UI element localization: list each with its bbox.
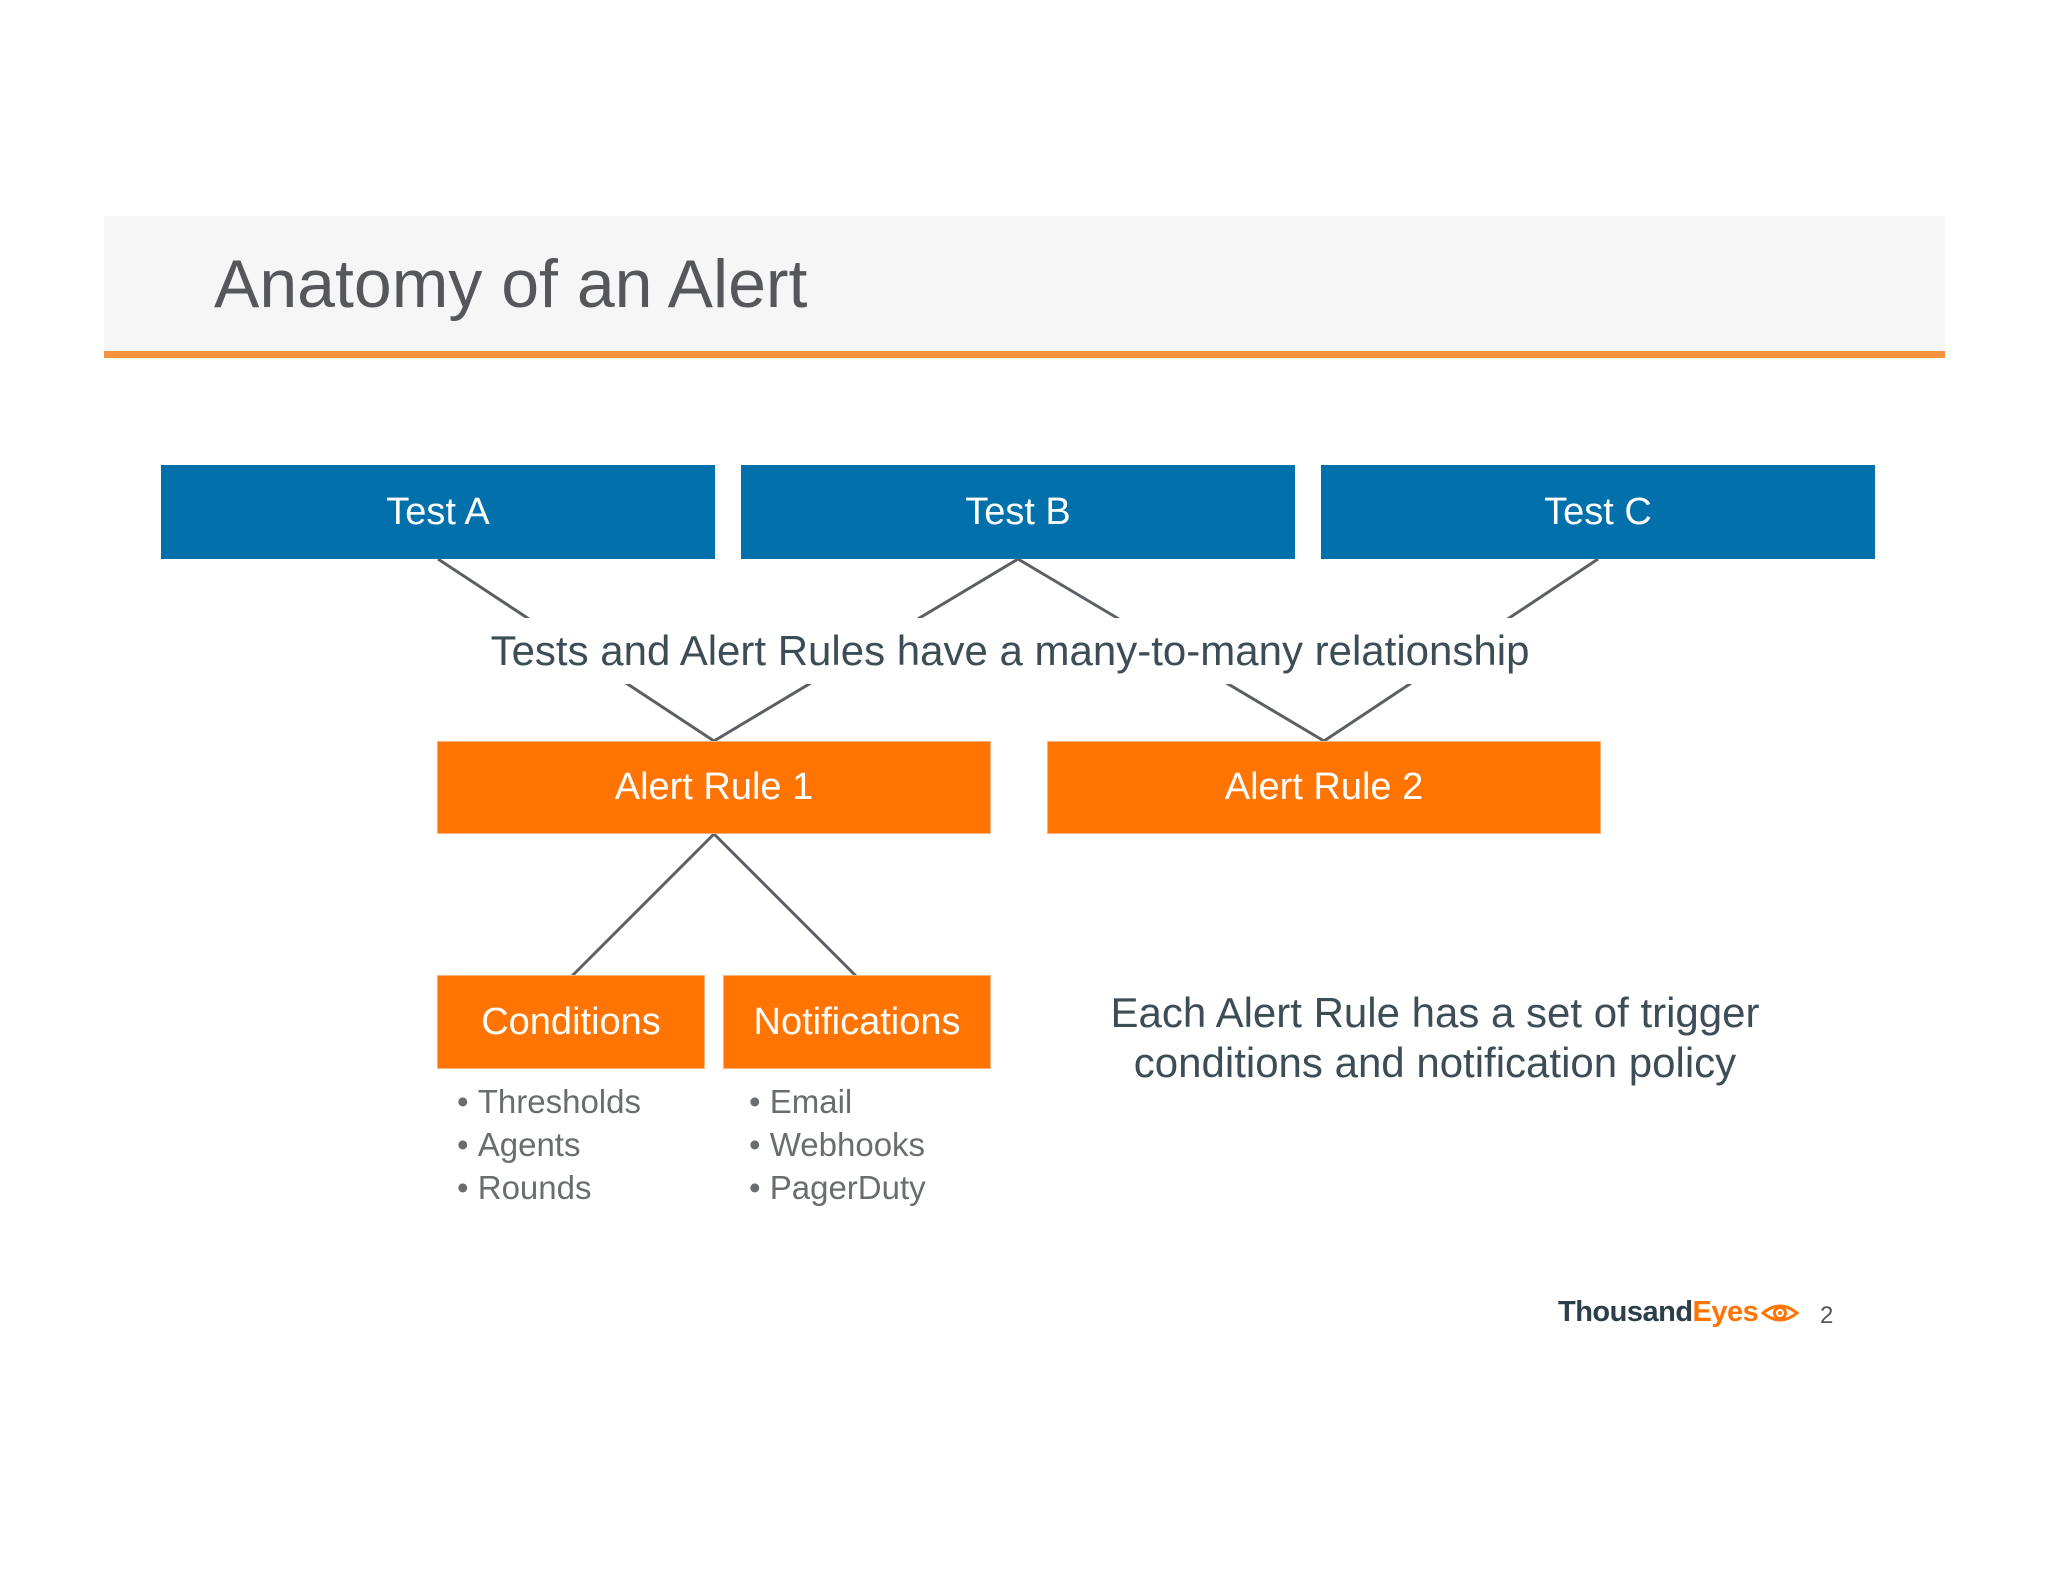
rule-caption-line-2: conditions and notification policy [1133,1039,1737,1087]
test-b-box: Test B [741,465,1295,559]
test-c-label: Test C [1544,490,1652,533]
alert-rule-1-label: Alert Rule 1 [614,766,814,808]
relationship-caption: Tests and Alert Rules have a many-to-man… [445,618,1575,685]
slide-title: Anatomy of an Alert [214,246,808,322]
test-a-box: Test A [161,465,715,559]
rule-caption-line-1: Each Alert Rule has a set of trigger [1110,989,1760,1036]
logo-text-eyes: Eyes [1692,1296,1759,1328]
rule-caption: Each Alert Rule has a set of trigger con… [1070,988,1800,1089]
list-item: Agents [457,1123,641,1166]
test-b-label: Test B [965,490,1071,533]
page-number: 2 [1820,1302,1834,1329]
title-underline [104,351,1945,358]
conditions-list: Thresholds Agents Rounds [457,1080,641,1209]
connector-rule-1-conditions [570,832,716,978]
notifications-label: Notifications [753,1000,961,1043]
list-item: PagerDuty [749,1166,926,1209]
list-item: Email [749,1080,926,1123]
title-band [104,216,1945,352]
eye-icon [1761,1304,1800,1321]
conditions-label: Conditions [481,1000,661,1043]
list-item: Webhooks [749,1123,926,1166]
notifications-list: Email Webhooks PagerDuty [749,1080,926,1209]
alert-rule-2-box: Alert Rule 2 [1047,741,1601,834]
connector-rule-1-notifications [712,832,858,978]
test-c-box: Test C [1321,465,1875,559]
test-a-label: Test A [386,490,490,533]
notifications-box: Notifications [723,975,991,1069]
list-item: Rounds [457,1166,641,1209]
logo-text-thousand: Thousand [1558,1296,1693,1328]
conditions-box: Conditions [437,975,705,1069]
alert-rule-1-box: Alert Rule 1 [437,741,991,834]
alert-rule-2-label: Alert Rule 2 [1224,766,1424,808]
list-item: Thresholds [457,1080,641,1123]
